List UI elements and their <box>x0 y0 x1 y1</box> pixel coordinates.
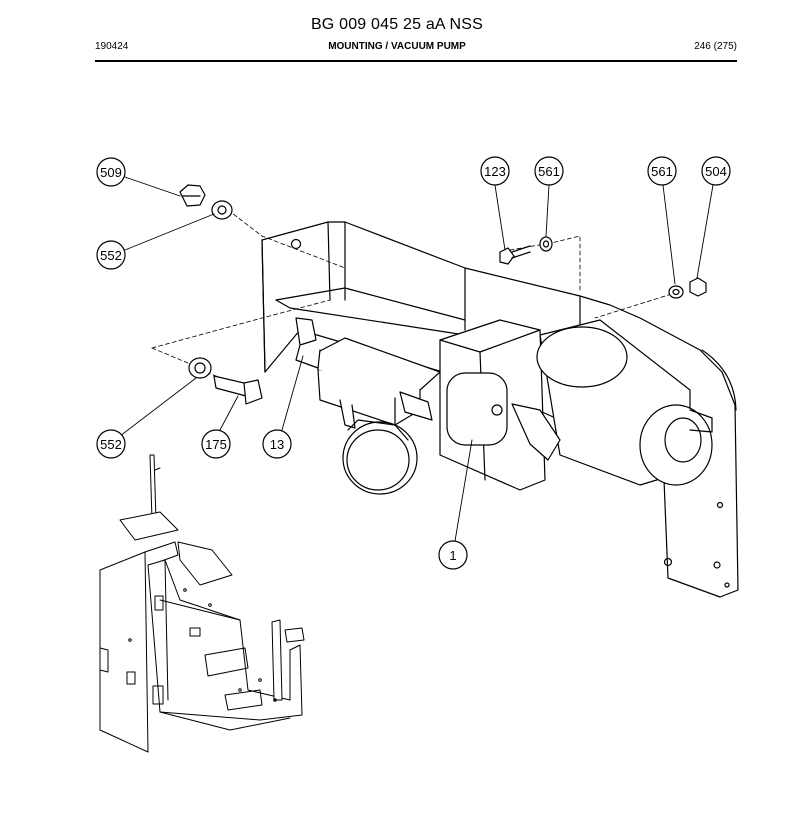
pressure-gauge <box>342 419 418 495</box>
callout-552-lower: 552 <box>96 429 126 459</box>
callout-13: 13 <box>262 429 292 459</box>
svg-text:175: 175 <box>205 437 227 452</box>
section-title: MOUNTING / VACUUM PUMP <box>328 41 466 52</box>
callout-1: 1 <box>438 540 468 570</box>
svg-text:123: 123 <box>484 164 506 179</box>
washer-552-upper <box>211 200 233 220</box>
nut-504 <box>689 277 707 297</box>
header-rule <box>95 60 737 62</box>
valve-block <box>295 317 561 461</box>
svg-text:504: 504 <box>705 164 727 179</box>
callout-561-right: 561 <box>647 156 677 186</box>
page-number: 246 (275) <box>694 41 737 52</box>
callout-balloons: 509 552 123 561 561 504 552 175 13 1 <box>96 156 731 570</box>
vacuum-motor <box>536 319 713 486</box>
svg-text:509: 509 <box>100 165 122 180</box>
nut-509 <box>179 184 206 207</box>
washer-561-right <box>668 285 684 299</box>
svg-text:561: 561 <box>538 164 560 179</box>
svg-text:13: 13 <box>270 437 284 452</box>
bolt-123 <box>499 245 531 265</box>
svg-text:552: 552 <box>100 437 122 452</box>
bolt-175 <box>213 375 263 405</box>
svg-text:561: 561 <box>651 164 673 179</box>
date-code: 190424 <box>95 41 129 52</box>
callout-123: 123 <box>480 156 510 186</box>
callout-504: 504 <box>701 156 731 186</box>
callout-552-upper: 552 <box>96 240 126 270</box>
callout-561-left: 561 <box>534 156 564 186</box>
washer-552-lower <box>188 357 212 379</box>
svg-text:1: 1 <box>449 548 456 563</box>
location-overview <box>99 454 305 753</box>
leader-lines <box>119 176 714 542</box>
callout-509: 509 <box>96 157 126 187</box>
callout-175: 175 <box>201 429 231 459</box>
pump-housing <box>439 319 546 491</box>
washer-561-left <box>539 236 553 252</box>
svg-text:552: 552 <box>100 248 122 263</box>
document-title: BG 009 045 25 aA NSS <box>310 16 484 33</box>
